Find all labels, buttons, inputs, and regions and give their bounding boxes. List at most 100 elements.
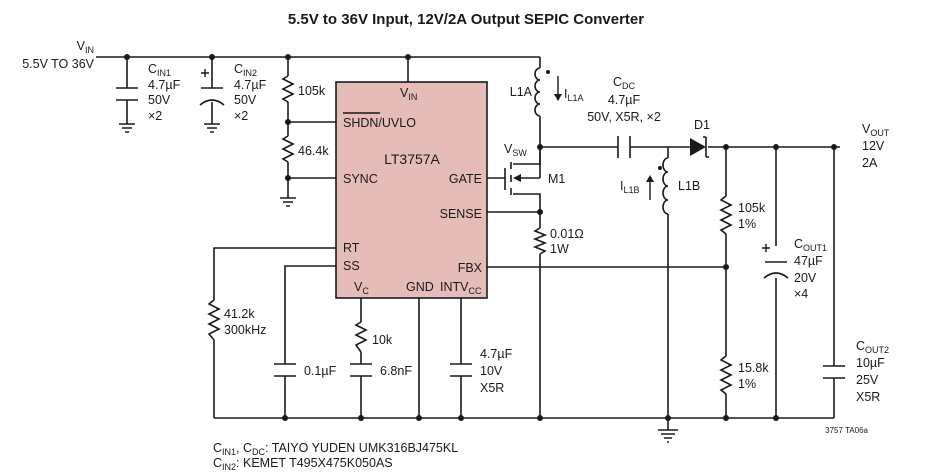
d1-label: D1 [694,118,710,132]
vsw-label: VSW [504,142,527,158]
schematic-title: 5.5V to 36V Input, 12V/2A Output SEPIC C… [288,11,644,28]
svg-text:10V: 10V [480,364,503,378]
svg-text:1W: 1W [550,242,569,256]
svg-text:VOUT: VOUT [862,122,890,138]
r-uvlo-top-resistor [281,75,295,103]
svg-text:15.8k: 15.8k [738,361,769,375]
r-uvlo-bot-resistor [281,135,295,163]
drawing-id: 3757 TA06a [825,426,868,435]
c-vc-label: 6.8nF [380,364,412,378]
r-uvlo-bot-label: 46.4k [298,144,329,158]
l1b-label: L1B [678,179,700,193]
svg-text:20V: 20V [794,271,817,285]
r-sense-resistor [532,227,548,255]
l1b-ground-icon [658,429,678,443]
svg-text:COUT1: COUT1 [794,237,827,253]
svg-text:CIN1: CIN1 [148,62,171,78]
svg-text:1%: 1% [738,377,756,391]
pin-gnd: GND [406,280,434,294]
svg-text:4.7µF: 4.7µF [148,78,181,92]
m1-mosfet [510,162,540,195]
l1a-polarity-dot [546,70,550,74]
svg-text:50V: 50V [234,93,257,107]
r-fb-top-label: 105k 1% [738,201,766,231]
vin-label: VIN [77,39,94,55]
r-fb-top-resistor [719,195,733,235]
l1b-current-arrow-icon [646,175,654,200]
svg-text:2A: 2A [862,156,878,170]
cin2-label: CIN2 4.7µF 50V ×2 [234,62,267,123]
l1a-current-label: IL1A [564,87,584,103]
c-intvcc-capacitor [450,363,472,377]
ic-pin-labels: VIN SHDN/UVLO SYNC GATE SENSE RT SS FBX … [343,86,483,296]
cdc-label: CDC 4.7µF 50V, X5R, ×2 [587,75,661,124]
pin-fbx: FBX [458,261,483,275]
cin1-capacitor [116,87,138,101]
svg-text:41.2k: 41.2k [224,307,255,321]
svg-text:1%: 1% [738,217,756,231]
svg-text:105k: 105k [738,201,766,215]
pin-ss: SS [343,259,360,273]
r-uvlo-top-label: 105k [298,84,326,98]
pin-rt: RT [343,241,360,255]
vin-range: 5.5V TO 36V [22,57,94,71]
cout2-label: COUT2 10µF 25V X5R [856,339,889,404]
svg-text:X5R: X5R [856,390,880,404]
footnote-line-2: CIN2: KEMET T495X475K050AS [213,456,393,472]
vout-label: VOUT 12V 2A [862,122,890,170]
svg-text:300kHz: 300kHz [224,323,266,337]
footnote-line-1: CIN1, CDC: TAIYO YUDEN UMK316BJ475KL [213,441,458,457]
pin-vc: VC [354,280,369,296]
r-vc-resistor [354,321,368,353]
svg-text:50V: 50V [148,93,171,107]
cin2-capacitor [199,69,225,106]
r-sense-label: 0.01Ω 1W [550,227,584,256]
l1a-current-arrow-icon [554,76,562,101]
l1a-inductor [534,67,541,117]
ic-part-label: LT3757A [384,151,440,167]
d1-diode [690,136,709,158]
svg-text:×2: ×2 [148,109,162,123]
cdc-capacitor [617,136,631,158]
svg-text:CIN2: CIN2 [234,62,257,78]
svg-text:COUT2: COUT2 [856,339,889,355]
svg-text:12V: 12V [862,139,885,153]
cin2-ground-icon [204,123,220,133]
r-fb-bot-label: 15.8k 1% [738,361,769,391]
l1b-inductor [662,157,669,215]
junction-dots [124,54,837,421]
svg-text:×2: ×2 [234,109,248,123]
svg-text:47µF: 47µF [794,254,823,268]
r-vc-label: 10k [372,333,393,347]
svg-text:4.7µF: 4.7µF [234,78,267,92]
c-vc-capacitor [350,363,372,377]
l1a-label: L1A [510,85,533,99]
svg-text:50V, X5R, ×2: 50V, X5R, ×2 [587,110,661,124]
pin-vin: VIN [400,86,417,102]
c-intvcc-label: 4.7µF 10V X5R [480,347,513,395]
cout2-capacitor [823,365,845,379]
cout1-label: COUT1 47µF 20V ×4 [794,237,827,301]
svg-text:CDC: CDC [613,75,636,91]
cin2-plus-icon [201,69,209,77]
cin1-label: CIN1 4.7µF 50V ×2 [148,62,181,123]
svg-text:25V: 25V [856,373,879,387]
c-ss-label: 0.1µF [304,364,337,378]
l1b-current-label: IL1B [620,179,640,195]
pin-sync: SYNC [343,172,378,186]
cout1-plus-icon [762,244,770,252]
uvlo-ground-icon [280,197,296,207]
r-fb-bot-resistor [719,355,733,395]
r-rt-label: 41.2k 300kHz [224,307,266,337]
cout1-capacitor [762,244,789,279]
pin-sense: SENSE [440,207,482,221]
cin1-ground-icon [119,123,135,133]
l1b-polarity-dot [658,166,662,170]
lt3757a-ic [335,81,488,299]
pin-shdn-uvlo: SHDN/UVLO [343,116,416,130]
svg-text:4.7µF: 4.7µF [480,347,513,361]
svg-text:0.01Ω: 0.01Ω [550,227,584,241]
pin-gate: GATE [449,172,482,186]
svg-text:×4: ×4 [794,287,808,301]
